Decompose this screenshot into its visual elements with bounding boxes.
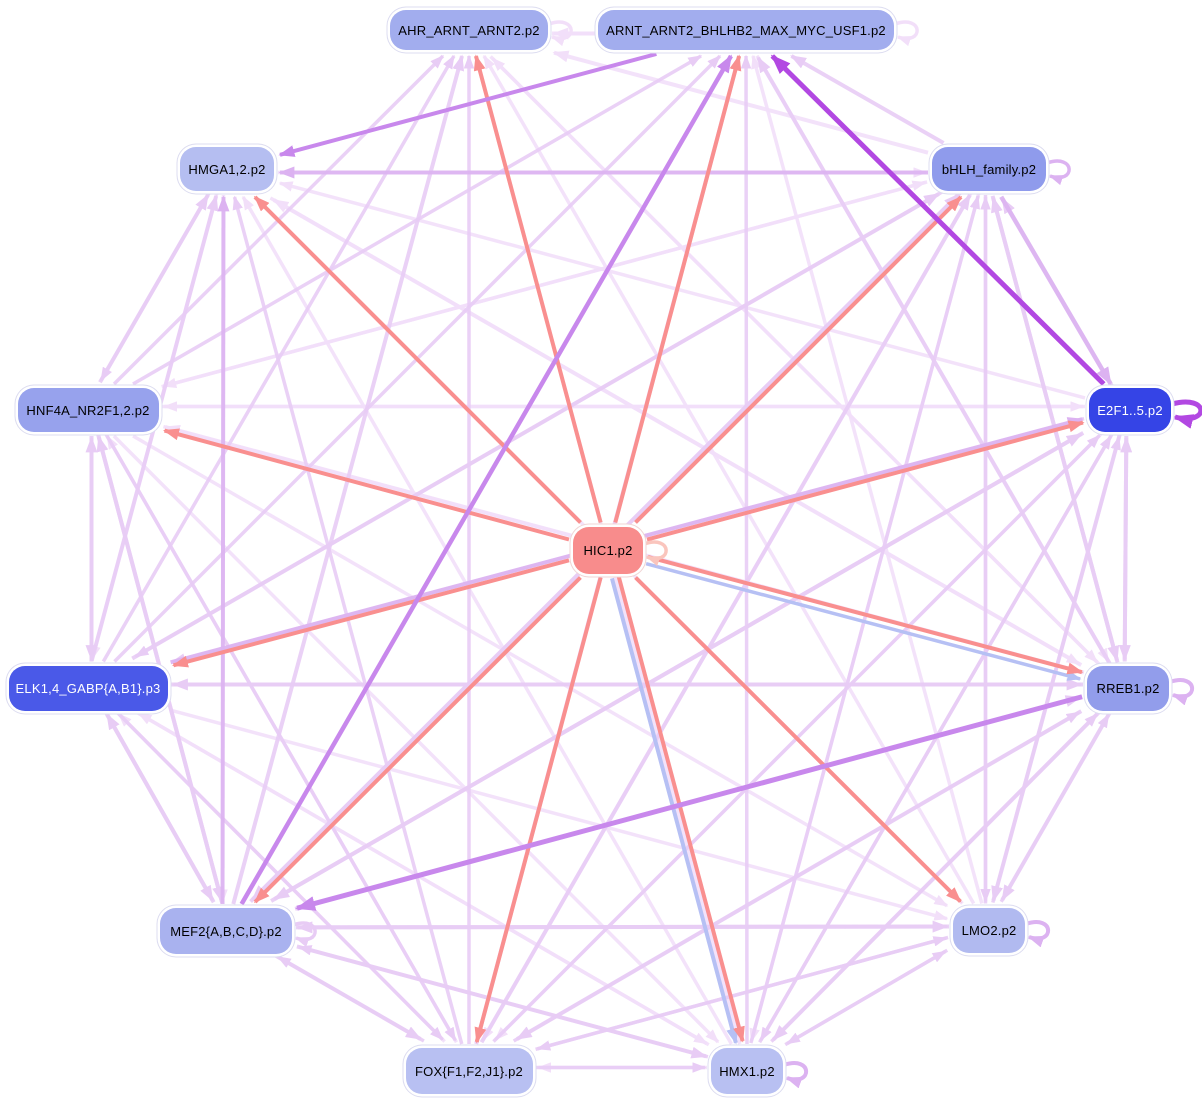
self-loop-arnt — [894, 20, 919, 47]
node-label-e2f1: E2F1..5.p2 — [1097, 402, 1163, 418]
edge-hic1-mef2 — [253, 576, 582, 904]
edge-bhlh-elk — [134, 190, 943, 658]
edge-hic1-rreb1 — [645, 562, 1082, 681]
edge-hic1-hmx1 — [616, 576, 745, 1043]
edge-hic1-hmx1 — [610, 577, 738, 1045]
self-loop-bhlh — [1046, 159, 1071, 186]
node-fox[interactable]: FOX{F1,F2,J1}.p2 — [405, 1048, 533, 1094]
node-label-rreb1: RREB1.p2 — [1096, 680, 1160, 696]
node-mef2[interactable]: MEF2{A,B,C,D}.p2 — [160, 908, 292, 954]
edge-hic1-arnt — [613, 54, 742, 524]
node-hnf4a[interactable]: HNF4A_NR2F1,2.p2 — [17, 388, 159, 432]
node-e2f1[interactable]: E2F1..5.p2 — [1089, 388, 1171, 432]
edge-lmo2-hmx1 — [786, 948, 949, 1046]
edge-bhlh-arnt — [790, 54, 945, 145]
edge-fox-bhlh — [479, 193, 972, 1044]
edge-hic1-bhlh — [634, 195, 963, 524]
node-label-elk: ELK1,4_GABP{A,B1}.p3 — [15, 680, 161, 696]
edge-rreb1-fox — [515, 709, 1083, 1041]
edge-bhlh-hnf4a — [162, 180, 928, 388]
edge-hmx1-bhlh — [749, 194, 980, 1044]
self-loop-hmx1 — [783, 1061, 809, 1089]
node-lmo2[interactable]: LMO2.p2 — [953, 907, 1025, 953]
self-loop-e2f1 — [1171, 399, 1202, 429]
edge-e2f1-hmga — [278, 181, 1086, 400]
edge-lmo2-ahr — [482, 54, 976, 905]
node-label-ahr: AHR_ARNT_ARNT2.p2 — [398, 22, 540, 38]
edge-hnf4a-fox — [104, 433, 457, 1042]
edge-hmga-rreb1 — [269, 196, 1081, 666]
node-hmga[interactable]: HMGA1,2.p2 — [180, 147, 274, 191]
node-elk[interactable]: ELK1,4_GABP{A,B1}.p3 — [8, 665, 168, 711]
edge-hmx1-arnt — [740, 54, 752, 1045]
self-loop-ahr — [548, 20, 573, 47]
self-loop-mef2 — [292, 921, 317, 948]
edge-e2f1-lmo2 — [991, 434, 1122, 903]
edge-e2f1-arnt — [770, 54, 1106, 386]
edge-hmx1-hmga — [241, 195, 733, 1045]
edge-lmo2-mef2 — [296, 921, 949, 934]
edge-hmx1-elk — [137, 711, 710, 1047]
edge-hic1-ahr — [473, 54, 603, 524]
self-loop-rreb1 — [1169, 678, 1195, 706]
edge-hic1-hnf4a — [162, 428, 570, 542]
edge-fox-mef2 — [276, 955, 425, 1043]
self-loop-hic1 — [643, 540, 668, 567]
node-label-hmx1: HMX1.p2 — [719, 1063, 775, 1079]
edge-mef2-elk — [105, 713, 216, 904]
node-label-fox: FOX{F1,F2,J1}.p2 — [415, 1063, 523, 1079]
edge-elk-ahr — [101, 54, 456, 663]
edge-rreb1-lmo2 — [1000, 711, 1112, 902]
edge-hmx1-mef2 — [297, 945, 709, 1059]
node-label-hic1: HIC1.p2 — [583, 542, 633, 558]
edge-hic1-fox — [474, 576, 603, 1044]
node-bhlh[interactable]: bHLH_family.p2 — [932, 147, 1046, 191]
edge-bhlh-ahr — [552, 50, 929, 155]
node-label-hnf4a: HNF4A_NR2F1,2.p2 — [26, 402, 150, 418]
node-rreb1[interactable]: RREB1.p2 — [1087, 665, 1169, 711]
node-label-hmga: HMGA1,2.p2 — [188, 161, 266, 177]
node-hic1[interactable]: HIC1.p2 — [573, 526, 643, 574]
edge-mef2-hmga — [217, 195, 230, 904]
edge-rreb1-mef2 — [295, 694, 1083, 911]
edge-hic1-e2f1 — [646, 420, 1085, 542]
edge-hic1-elk — [171, 558, 570, 668]
self-loop-lmo2 — [1025, 920, 1051, 948]
edge-e2f1-rreb1 — [1118, 435, 1131, 662]
edge-elk-hmga — [89, 194, 219, 662]
edge-mef2-arnt — [239, 54, 733, 906]
node-label-lmo2: LMO2.p2 — [961, 922, 1017, 938]
edge-e2f1-mef2 — [273, 431, 1085, 901]
node-label-bhlh: bHLH_family.p2 — [941, 161, 1037, 177]
edge-elk-lmo2 — [171, 708, 949, 921]
edge-hnf4a-arnt — [132, 54, 703, 386]
edge-bhlh-e2f1 — [999, 195, 1113, 386]
node-label-arnt: ARNT_ARNT2_BHLHB2_MAX_MYC_USF1.p2 — [606, 22, 886, 38]
edge-hmga-hnf4a — [99, 192, 211, 382]
node-arnt[interactable]: ARNT_ARNT2_BHLHB2_MAX_MYC_USF1.p2 — [598, 10, 894, 50]
node-label-mef2: MEF2{A,B,C,D}.p2 — [170, 923, 282, 939]
edge-arnt-hmga — [278, 52, 657, 157]
edge-hic1-lmo2 — [634, 576, 962, 903]
edge-hnf4a-lmo2 — [132, 434, 949, 908]
node-ahr[interactable]: AHR_ARNT_ARNT2.p2 — [390, 10, 548, 50]
node-hmx1[interactable]: HMX1.p2 — [711, 1048, 783, 1094]
edge-hic1-rreb1 — [647, 555, 1084, 675]
edge-hic1-hmga — [253, 195, 582, 524]
